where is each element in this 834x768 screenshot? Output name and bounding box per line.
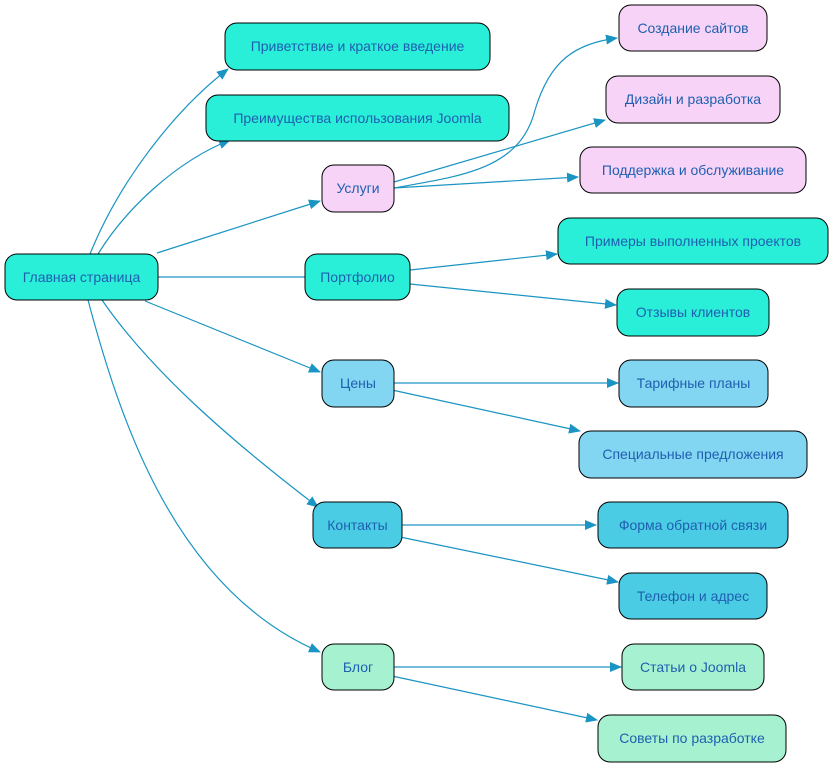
node-support-label: Поддержка и обслуживание [602, 162, 784, 178]
node-project-examples[interactable]: Примеры выполненных проектов [557, 217, 829, 265]
edge-main-prices [144, 300, 321, 373]
node-tariff-plans[interactable]: Тарифные планы [618, 359, 769, 408]
node-dev-tips-label: Советы по разработке [619, 730, 765, 746]
edge-portfolio-project-examples [409, 250, 558, 271]
node-portfolio-label: Портфолио [320, 269, 395, 285]
node-joomla-articles-label: Статьи о Joomla [640, 659, 746, 675]
edges-layer [87, 34, 622, 723]
node-advantages[interactable]: Преимущества использования Joomla [205, 94, 510, 142]
edge-contacts-phone-address [399, 536, 619, 585]
node-feedback-form-label: Форма обратной связи [619, 517, 767, 533]
node-site-creation[interactable]: Создание сайтов [618, 4, 768, 52]
edge-services-design-dev [393, 118, 606, 183]
node-tariff-plans-label: Тарифные планы [637, 375, 751, 391]
node-portfolio[interactable]: Портфолио [304, 253, 411, 301]
edge-prices-special-offers [391, 389, 581, 434]
edge-main-intro [89, 68, 229, 255]
node-design-dev-label: Дизайн и разработка [625, 91, 761, 107]
node-support[interactable]: Поддержка и обслуживание [579, 146, 807, 194]
node-project-examples-label: Примеры выполненных проектов [585, 233, 801, 249]
node-special-offers-label: Специальные предложения [602, 446, 783, 462]
node-contacts-label: Контакты [327, 517, 387, 533]
node-intro-label: Приветствие и краткое введение [251, 38, 465, 54]
edge-services-site-creation [393, 34, 618, 189]
node-services-label: Услуги [336, 180, 379, 196]
node-blog-label: Блог [343, 659, 373, 675]
node-prices[interactable]: Цены [321, 359, 395, 408]
node-site-creation-label: Создание сайтов [637, 20, 748, 36]
nodes-layer: Главная страница Приветствие и краткое в… [4, 4, 829, 763]
edge-blog-dev-tips [391, 675, 598, 723]
edge-services-support [393, 172, 579, 189]
node-client-reviews[interactable]: Отзывы клиентов [616, 288, 770, 337]
edge-main-blog [87, 299, 321, 653]
edge-portfolio-client-reviews [409, 283, 617, 309]
node-joomla-articles[interactable]: Статьи о Joomla [621, 643, 765, 691]
node-dev-tips[interactable]: Советы по разработке [597, 714, 787, 763]
node-main-label: Главная страница [23, 269, 141, 285]
node-special-offers[interactable]: Специальные предложения [578, 430, 808, 479]
node-blog[interactable]: Блог [321, 643, 395, 691]
node-design-dev[interactable]: Дизайн и разработка [605, 75, 781, 124]
edge-main-advantages [97, 139, 231, 255]
edge-main-services [156, 199, 321, 254]
node-phone-address-label: Телефон и адрес [637, 588, 749, 604]
node-intro[interactable]: Приветствие и краткое введение [224, 22, 491, 71]
node-prices-label: Цены [340, 375, 376, 391]
node-phone-address[interactable]: Телефон и адрес [618, 572, 768, 620]
node-client-reviews-label: Отзывы клиентов [636, 304, 750, 320]
node-advantages-label: Преимущества использования Joomla [233, 110, 482, 126]
node-services[interactable]: Услуги [321, 164, 395, 213]
node-main[interactable]: Главная страница [4, 253, 159, 301]
edge-main-contacts [101, 299, 319, 508]
node-feedback-form[interactable]: Форма обратной связи [597, 501, 789, 549]
node-contacts[interactable]: Контакты [312, 501, 403, 549]
